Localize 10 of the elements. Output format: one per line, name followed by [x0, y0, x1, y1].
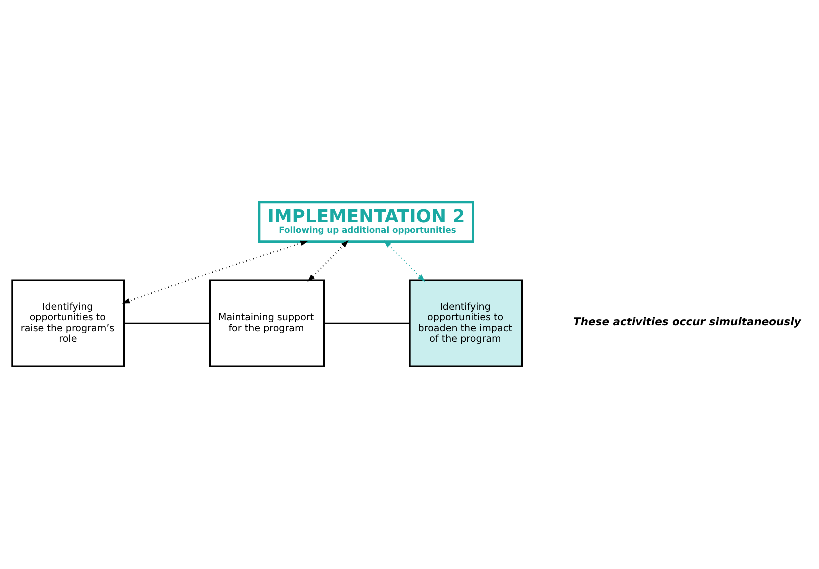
- arrow: [384, 240, 426, 282]
- node-box: Identifying opportunities to broaden the impact of the program: [409, 280, 524, 368]
- label: These activities occur simultaneously: [574, 316, 802, 329]
- node-box: Identifying opportunities to raise the program’s role: [12, 280, 126, 368]
- arrow: [122, 240, 308, 304]
- node-box: Maintaining support for the program: [209, 280, 326, 368]
- arrow: [308, 240, 349, 282]
- node-box: IMPLEMENTATION 2 Following up additional opportunities: [258, 201, 474, 243]
- connector: [324, 322, 410, 324]
- connector: [124, 322, 210, 324]
